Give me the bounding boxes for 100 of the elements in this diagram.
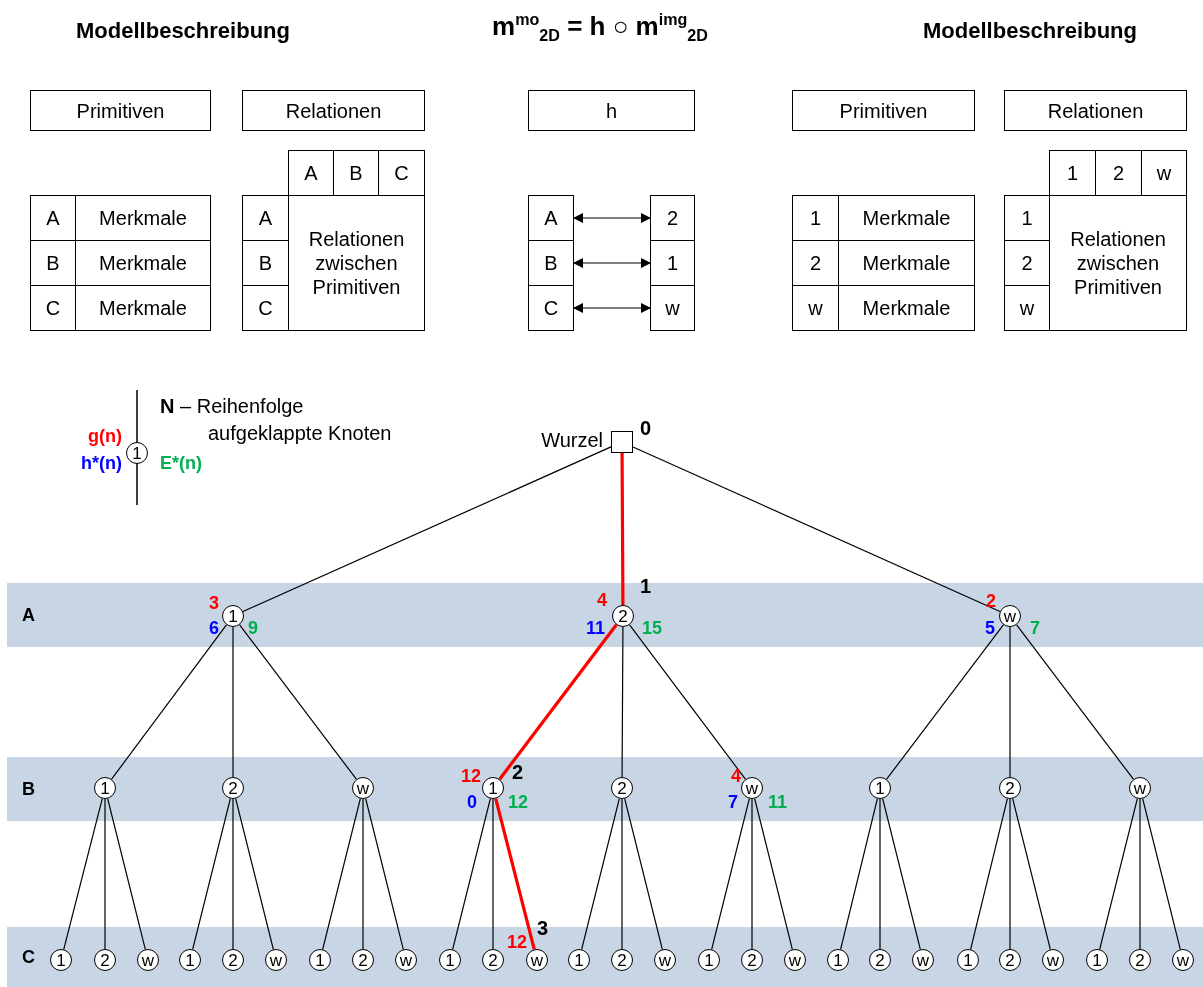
tree-edge — [362, 798, 364, 950]
tree-edge — [882, 798, 921, 950]
tree-edge — [624, 798, 663, 950]
estimate-value: 15 — [642, 617, 663, 639]
tree-edge — [711, 798, 750, 950]
tree-edge — [1139, 798, 1141, 950]
tree-edge — [104, 798, 106, 950]
table-cell: 1 — [792, 195, 839, 241]
tree-edge — [452, 798, 491, 950]
order-number: 0 — [640, 416, 652, 440]
tree-node: w — [352, 777, 374, 799]
cost-value: 4 — [597, 589, 607, 611]
tree-node: 1 — [222, 605, 244, 627]
tree-node: 2 — [999, 949, 1021, 971]
tree-node: 1 — [568, 949, 590, 971]
section-heading: Modellbeschreibung — [923, 18, 1137, 44]
tree-node: 1 — [698, 949, 720, 971]
double-arrow — [573, 303, 651, 313]
cost-value: 4 — [731, 765, 741, 787]
table-cell: w — [1004, 285, 1050, 331]
cost-value: 12 — [460, 765, 481, 787]
level-band — [7, 757, 1203, 821]
table-cell: w — [792, 285, 839, 331]
tree-node: 1 — [309, 949, 331, 971]
heuristic-value: 11 — [585, 617, 605, 639]
tree-edge — [239, 624, 357, 780]
table-cell: Relationen zwischen Primitiven — [1049, 195, 1187, 331]
tree-node: w — [526, 949, 548, 971]
tree-edge — [879, 798, 881, 950]
table-cell: C — [528, 285, 574, 331]
tree-edge — [110, 624, 228, 780]
cost-value: 2 — [986, 590, 996, 612]
tree-edge — [621, 798, 623, 950]
tree-node: 2 — [94, 949, 116, 971]
heuristic-value: 0 — [467, 791, 477, 813]
table-cell: 1 — [1049, 150, 1096, 196]
table-cell: w — [1141, 150, 1187, 196]
tree-node: 2 — [1129, 949, 1151, 971]
double-arrow — [573, 213, 651, 223]
tree-node: w — [1172, 949, 1194, 971]
double-arrow — [573, 258, 651, 268]
level-label: A — [22, 604, 35, 626]
tree-node: 2 — [869, 949, 891, 971]
order-number: 1 — [640, 574, 652, 598]
tree-edge — [492, 798, 494, 950]
tree-edge — [620, 453, 625, 605]
heuristic-value: 5 — [985, 617, 995, 639]
table-cell: w — [650, 285, 695, 331]
tree-edge — [754, 798, 793, 950]
table-cell: A — [30, 195, 76, 241]
tree-node: w — [1042, 949, 1064, 971]
tree-edge — [1009, 798, 1011, 950]
section-heading: Modellbeschreibung — [76, 18, 290, 44]
tree-node: 1 — [827, 949, 849, 971]
cost-value: 3 — [209, 592, 219, 614]
tree-edge — [1099, 798, 1138, 950]
tree-node: w — [1129, 777, 1151, 799]
tree-node: w — [395, 949, 417, 971]
tree-node: 1 — [439, 949, 461, 971]
cost-formula: g(n) — [88, 425, 122, 447]
level-label: B — [22, 778, 35, 800]
table-cell: 1 — [650, 240, 695, 286]
table-cell: C — [242, 285, 289, 331]
table-cell: Relationen — [242, 90, 425, 131]
tree-edge — [840, 798, 878, 950]
heuristic-formula: h*(n) — [81, 452, 122, 474]
tree-node: w — [741, 777, 763, 799]
tree-edge — [63, 798, 103, 950]
tree-node: 2 — [352, 949, 374, 971]
table-cell: Primitiven — [30, 90, 211, 131]
table-cell: A — [528, 195, 574, 241]
table-cell: 2 — [650, 195, 695, 241]
tree-node: 1 — [869, 777, 891, 799]
tree-edge — [242, 446, 612, 613]
table-cell: C — [378, 150, 425, 196]
legend-text: N – Reihenfolge aufgeklappte Knoten — [160, 394, 393, 446]
estimate-value: 12 — [508, 791, 529, 813]
tree-node: w — [137, 949, 159, 971]
table-cell: Merkmale — [838, 285, 975, 331]
tree-edge — [494, 798, 536, 950]
tree-edge — [629, 624, 746, 780]
tree-node: 1 — [1086, 949, 1108, 971]
tree-node: 1 — [126, 442, 148, 464]
tree-node: 2 — [999, 777, 1021, 799]
tree-node: 2 — [612, 605, 634, 627]
cost-value: 12 — [506, 931, 527, 953]
tree-node: 1 — [94, 777, 116, 799]
table-cell: Merkmale — [838, 195, 975, 241]
level-label: C — [22, 946, 35, 968]
tree-node: w — [912, 949, 934, 971]
table-cell: 1 — [1004, 195, 1050, 241]
tree-edge — [192, 798, 231, 950]
table-cell: Merkmale — [75, 285, 211, 331]
heuristic-value: 7 — [728, 791, 738, 813]
tree-edge — [232, 626, 234, 778]
tree-node: 1 — [179, 949, 201, 971]
root-label: Wurzel — [541, 428, 603, 452]
tree-edge — [1009, 626, 1011, 778]
tree-edge — [751, 798, 753, 950]
table-cell: h — [528, 90, 695, 131]
